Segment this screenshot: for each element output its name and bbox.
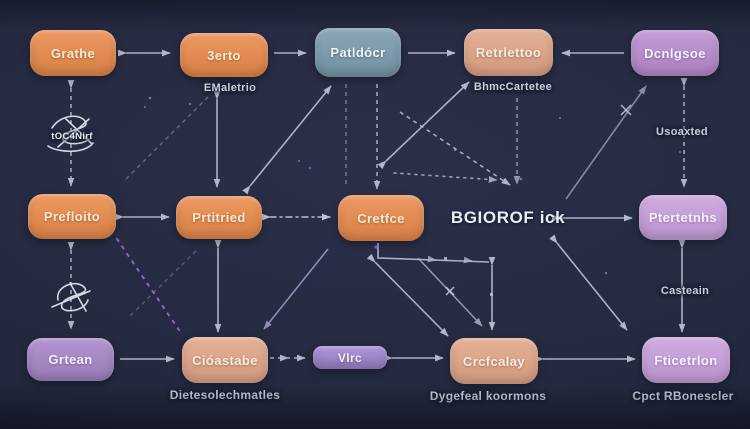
node-ptertetnhs: Ptertetnhs [639, 195, 727, 240]
node-prefloito: Prefloito [28, 194, 116, 239]
annotation-cpct: Cpct RBonescler [632, 389, 734, 403]
node-cioastabe: Cióastabe [182, 337, 268, 383]
annotation-usoaxted: Usoaxted [656, 126, 708, 138]
annotation-tocnirf: tOC4Nirf [51, 131, 93, 142]
center-label: BGIOROF ick [450, 208, 566, 227]
node-retrlettoo: Retrlettoo [464, 29, 553, 76]
node-vlrc: Vlrc [313, 346, 387, 369]
node-3erto: 3erto [180, 33, 268, 77]
node-patldocr: Patldócr [315, 28, 401, 77]
annotation-dygefeal: Dygefeal koormons [429, 389, 547, 403]
speckles [144, 96, 681, 275]
x-markers [445, 104, 632, 296]
annotation-dietesolechmatles: Dietesolechmatles [169, 388, 281, 402]
node-dcnlgsoe: Dcnlgsoe [631, 30, 719, 76]
node-grtean: Grtean [27, 338, 114, 381]
annotation-casteain: Casteain [660, 285, 710, 297]
annotation-bhmccartetee: BhmcCartetee [473, 81, 553, 93]
annotation-emaletrio: EMaletrio [203, 82, 257, 94]
node-prtitried: Prtitried [176, 196, 262, 239]
node-grathe: Grathe [30, 30, 116, 76]
node-crcfcalay: Crcfcalay [450, 338, 538, 384]
node-fticetrlon: Fticetrlon [642, 337, 730, 383]
purple-dotted-line [116, 166, 378, 331]
node-cretfce: Cretfce [338, 195, 424, 241]
